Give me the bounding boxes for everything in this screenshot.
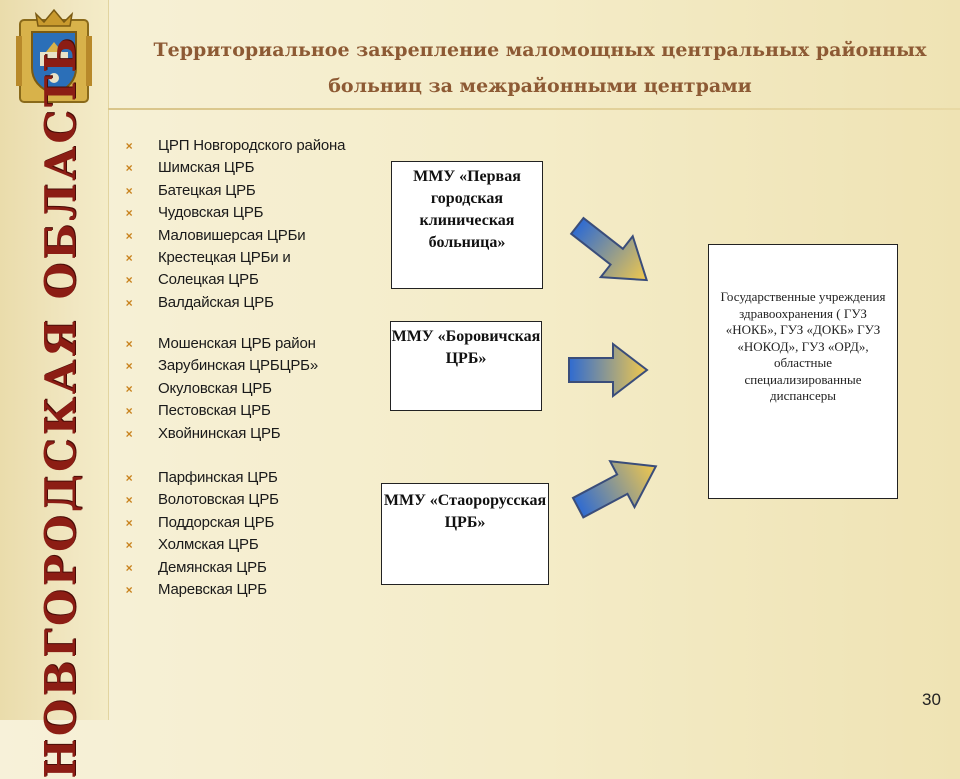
bullet-icon: ×: [125, 538, 133, 553]
list-item: × Маловишерсая ЦРБи: [124, 225, 345, 247]
list-item: × Окуловская ЦРБ: [124, 378, 318, 400]
bullet-icon: ×: [125, 493, 133, 508]
mmu-box-borovichi: ММУ «Боровичская ЦРБ»: [390, 321, 542, 411]
list-item: × Валдайская ЦРБ: [124, 292, 345, 314]
bullet-icon: ×: [125, 139, 133, 153]
arrow-right-icon: [568, 341, 649, 399]
hospital-name: Окуловская ЦРБ: [158, 379, 272, 397]
hospital-name: Парфинская ЦРБ: [158, 469, 278, 486]
bullet-icon: ×: [125, 582, 133, 597]
list-item: × Зарубинская ЦРБЦРБ»: [124, 355, 319, 377]
list-item: × Маревская ЦРБ: [124, 579, 279, 601]
hospital-group-1: × ЦРП Новгородского района × Шимская ЦРБ ×…: [124, 135, 346, 314]
hospital-name: Волотовская ЦРБ: [158, 491, 279, 509]
bullet-icon: ×: [125, 404, 133, 419]
hospital-name: Солецкая ЦРБ: [158, 271, 259, 289]
hospital-name: Холмская ЦРБ: [158, 536, 259, 554]
mmu-box-first-city-hospital: ММУ «Первая городская клиническая больни…: [391, 161, 543, 289]
target-institutions-box: Государственные учреждения здравоохранен…: [708, 244, 898, 499]
list-item: × Мошенская ЦРБ район: [124, 333, 318, 355]
hospital-name: Маловишерсая ЦРБи: [158, 226, 306, 244]
slide-title: Территориальное закрепление маломощных ц…: [153, 39, 927, 97]
bullet-icon: ×: [125, 228, 133, 243]
list-item: × Шимская ЦРБ: [124, 157, 345, 179]
region-name: НОВГОРОДСКАЯ ОБЛАСТЬ: [35, 35, 85, 779]
hospital-name: Поддорская ЦРБ: [158, 513, 275, 531]
hospital-name: Батецкая ЦРБ: [158, 181, 256, 199]
bullet-icon: ×: [125, 183, 133, 198]
hospital-name: ЦРП Новгородского района: [158, 137, 346, 154]
hospital-name: Пестовская ЦРБ: [158, 402, 271, 420]
arrow-right-icon: [571, 460, 658, 519]
hospital-group-2: × Мошенская ЦРБ район × Зарубинская ЦРБЦРБ…: [124, 333, 319, 445]
list-item: × Холмская ЦРБ: [124, 534, 279, 556]
list-item: × Хвойнинская ЦРБ: [124, 423, 318, 445]
list-item: × Солецкая ЦРБ: [124, 269, 345, 291]
hospital-name: Хвойнинская ЦРБ: [158, 424, 281, 442]
list-item: × Крестецкая ЦРБи и: [124, 247, 345, 269]
hospital-name: Мошенская ЦРБ район: [158, 335, 316, 352]
bullet-icon: ×: [125, 250, 133, 265]
page-number: 30: [922, 690, 941, 709]
bullet-icon: ×: [125, 515, 133, 530]
bullet-icon: ×: [125, 560, 133, 575]
hospital-name: Шимская ЦРБ: [158, 159, 255, 177]
bullet-icon: ×: [125, 381, 133, 396]
hospital-name: Зарубинская ЦРБЦРБ»: [158, 357, 318, 375]
hospital-group-3: × Парфинская ЦРБ × Волотовская ЦРБ × Поддор…: [124, 467, 279, 601]
arrow-right-icon: [569, 216, 649, 282]
list-item: × Чудовская ЦРБ: [124, 202, 345, 224]
list-item: × Пестовская ЦРБ: [124, 400, 318, 422]
hospital-name: Маревская ЦРБ: [158, 580, 267, 598]
bullet-icon: ×: [125, 337, 133, 351]
bullet-icon: ×: [125, 426, 133, 441]
left-band: [0, 0, 109, 720]
bullet-icon: ×: [125, 273, 133, 288]
hospital-name: Крестецкая ЦРБи и: [158, 248, 291, 266]
list-item: × ЦРП Новгородского района: [124, 135, 346, 157]
hospital-name: Валдайская ЦРБ: [158, 293, 274, 311]
list-item: × Волотовская ЦРБ: [124, 489, 279, 511]
list-item: × Батецкая ЦРБ: [124, 180, 345, 202]
mmu-box-staraya-russa: ММУ «Стаорорусская ЦРБ»: [381, 483, 549, 585]
bullet-icon: ×: [125, 206, 133, 221]
bullet-icon: ×: [125, 359, 133, 374]
list-item: × Демянская ЦРБ: [124, 557, 279, 579]
list-item: × Поддорская ЦРБ: [124, 512, 279, 534]
hospital-name: Демянская ЦРБ: [158, 558, 267, 576]
hospital-name: Чудовская ЦРБ: [158, 204, 264, 222]
bullet-icon: ×: [125, 161, 133, 176]
list-item: × Парфинская ЦРБ: [124, 467, 279, 489]
coat-of-arms-icon: [16, 8, 92, 103]
title-divider: [108, 108, 960, 110]
bullet-icon: ×: [125, 471, 133, 485]
bullet-icon: ×: [125, 295, 133, 310]
